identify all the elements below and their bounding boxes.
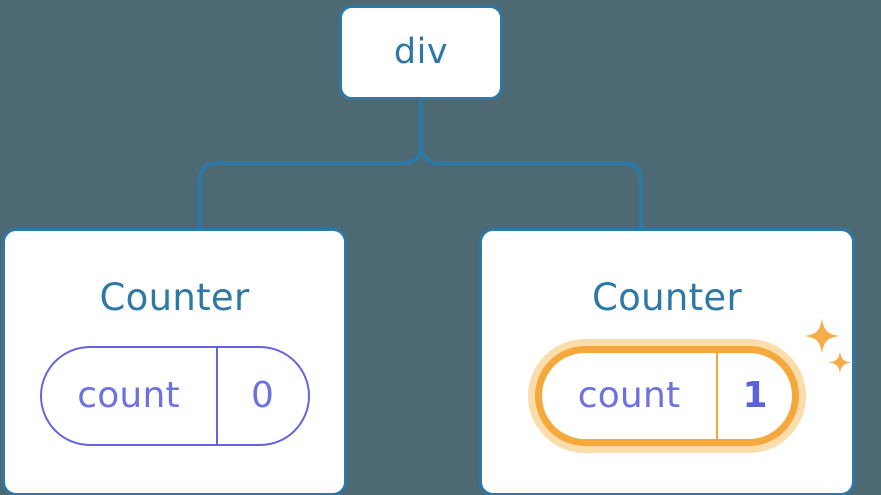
node-div-label: div: [393, 32, 449, 72]
state-value-cell-left: 0: [215, 348, 308, 444]
edge-root-to-right-child: [419, 98, 643, 230]
state-key-cell-left: count: [42, 348, 216, 444]
edge-root-to-left-child: [198, 98, 423, 230]
state-pill-wrap-left: count 0: [39, 346, 310, 446]
state-pill-right-highlighted[interactable]: count 1: [535, 346, 799, 446]
state-key-cell-right: count: [542, 353, 716, 439]
state-key-label-left: count: [77, 375, 180, 416]
state-value-label-right: 1: [742, 375, 768, 416]
state-pill-left[interactable]: count 0: [39, 346, 310, 446]
node-counter-right[interactable]: Counter count 1: [479, 228, 855, 495]
node-counter-left[interactable]: Counter count 0: [2, 228, 347, 495]
node-counter-right-title: Counter: [592, 276, 742, 319]
state-key-label-right: count: [577, 375, 681, 416]
node-counter-left-title: Counter: [99, 276, 250, 319]
state-value-label-left: 0: [251, 375, 274, 416]
state-pill-wrap-right: count 1: [535, 346, 799, 446]
node-div[interactable]: div: [339, 5, 503, 100]
state-value-cell-right: 1: [716, 353, 792, 439]
